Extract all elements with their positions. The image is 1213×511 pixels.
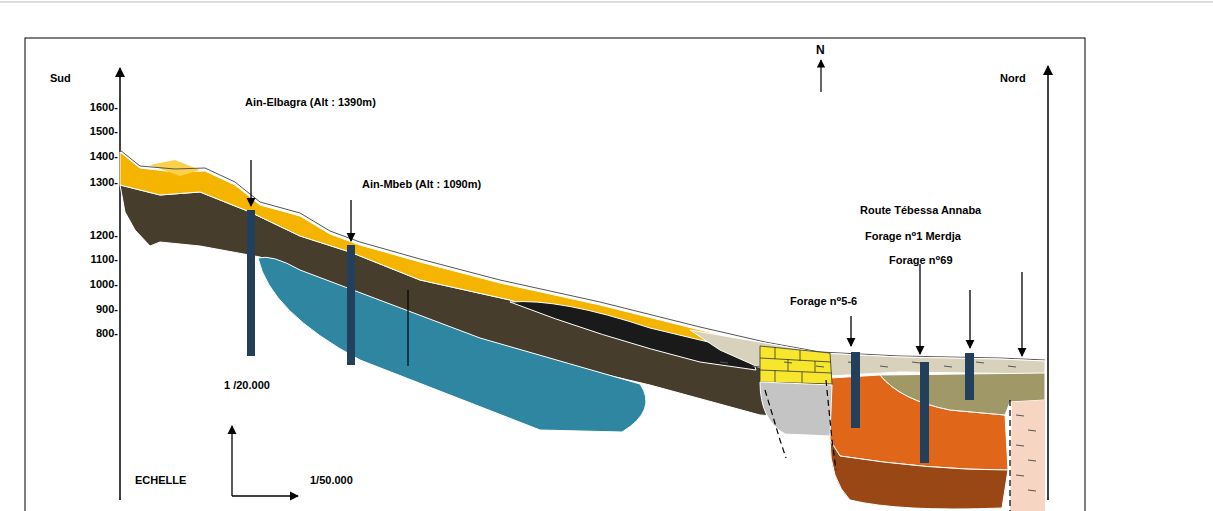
beige-layer <box>690 330 1045 376</box>
teal-lens <box>258 257 646 432</box>
elevation-tick: 1300- <box>90 176 118 188</box>
left-axis <box>119 68 121 500</box>
scale-arrow <box>231 426 232 496</box>
north-label: N <box>816 44 825 57</box>
direction-label: Nord <box>1000 72 1026 84</box>
borehole-label: Forage n⁰69 <box>889 254 953 266</box>
right-axis <box>1047 66 1049 500</box>
grey-block <box>760 382 832 436</box>
borehole-label: Forage n⁰5-6 <box>790 295 857 307</box>
elevation-tick: 1600- <box>90 101 118 113</box>
scale-arrow <box>232 495 298 496</box>
frame <box>25 38 1085 511</box>
north-arrow <box>820 60 821 92</box>
direction-label: Sud <box>50 72 71 84</box>
elevation-tick: 1000- <box>90 278 118 290</box>
boreholes <box>247 210 974 463</box>
borehole-label: Forage n⁰1 Merdja <box>865 230 961 242</box>
elevation-tick: 1400- <box>90 150 118 162</box>
limestone-block <box>760 346 832 384</box>
pointer-arrows <box>251 160 1022 356</box>
elevation-tick: 800- <box>96 327 118 339</box>
scale-label: 1/50.000 <box>310 474 353 486</box>
elevation-tick: 900- <box>96 303 118 315</box>
texture-dashes <box>720 362 1036 491</box>
scale-title: ECHELLE <box>135 474 186 486</box>
spring-label: Ain-Mbeb (Alt : 1090m) <box>362 178 481 190</box>
scale-label: 1 /20.000 <box>224 379 270 391</box>
spring-label: Ain-Elbagra (Alt : 1390m) <box>245 96 376 108</box>
pink-block <box>1010 400 1045 511</box>
elevation-tick: 1500- <box>90 125 118 137</box>
road-label: Route Tébessa Annaba <box>860 204 981 216</box>
elevation-tick: 1100- <box>90 253 118 265</box>
borehole-line <box>407 290 408 366</box>
elevation-tick: 1200- <box>90 229 118 241</box>
ground-surface <box>120 150 1045 360</box>
brown-layer <box>830 440 1008 509</box>
limestone-bricks <box>760 347 832 383</box>
